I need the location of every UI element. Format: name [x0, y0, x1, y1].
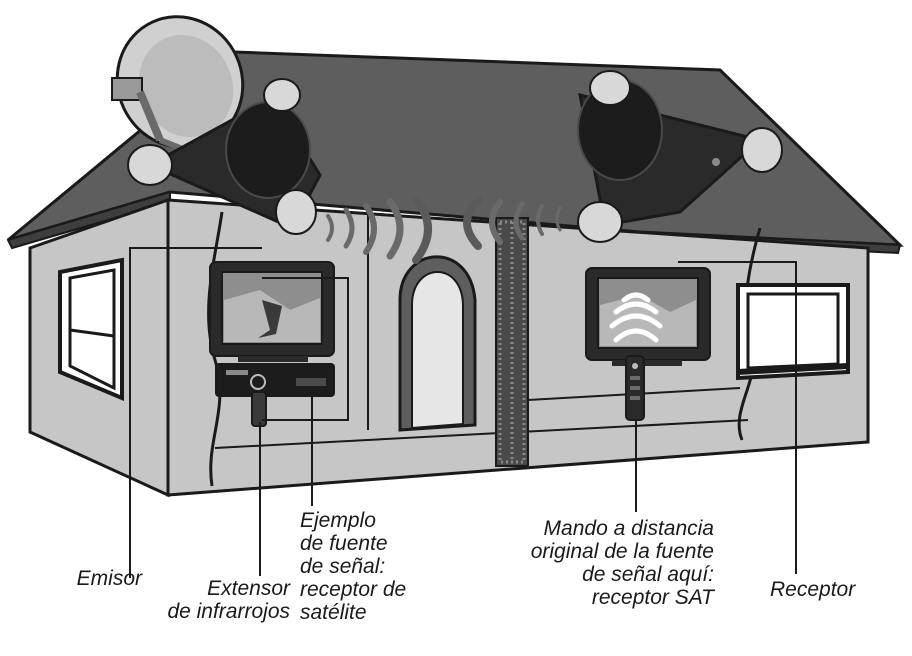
center-pillar — [496, 218, 528, 466]
satellite-receiver-box — [216, 364, 334, 396]
label-extensor: Extensor de infrarrojos — [118, 577, 290, 623]
remote-control — [626, 356, 644, 420]
label-mando: Mando a distancia original de la fuente … — [478, 517, 714, 609]
left-wall — [30, 200, 168, 495]
right-window — [738, 285, 848, 378]
label-ejemplo: Ejemplo de fuente de señal: receptor de … — [300, 509, 460, 624]
arch-doorway — [400, 257, 475, 430]
label-receptor: Receptor — [770, 578, 900, 601]
left-window — [60, 260, 122, 398]
